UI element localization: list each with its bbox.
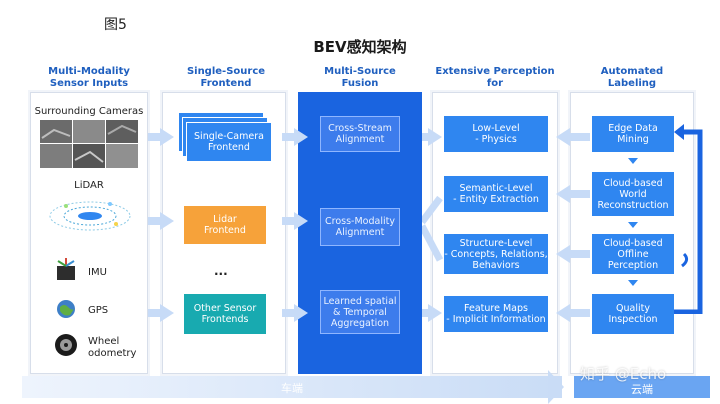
cloud-offline-perception: Cloud-based Offline Perception [592,234,674,274]
arrow-frontend-to-fusion-1 [294,128,308,146]
cross-modality-alignment: Cross-Modality Alignment [320,208,400,246]
column-title-fusion: Multi-Source Fusion [324,66,396,89]
arrow-frontend-to-fusion-3-body [282,309,296,317]
arrow-others-to-frontend-body [148,309,162,317]
cross-stream-alignment: Cross-Stream Alignment [320,116,400,152]
arrow-cameras-to-frontend-body [148,133,162,141]
arrow-labeling-to-feature-body [568,309,590,317]
lidar-pointcloud-icon [49,201,131,231]
arrow-fusion-to-feature-body [422,309,432,317]
input-cameras-label: Surrounding Cameras [34,106,144,117]
arrow-cameras-to-frontend [160,128,174,146]
column-title-labeling: Automated Labeling [600,66,664,89]
arrow-fusion-to-low-body [422,133,432,141]
feature-maps: Feature Maps - Implicit Information [444,296,548,332]
cloud-side-label: 云端 [631,383,653,396]
arrow-frontend-to-fusion-1-body [282,133,296,141]
arrow-labeling-to-low-body [568,133,590,141]
column-title-frontend: Single-Source Frontend [186,66,266,89]
column-title-inputs: Multi-Modality Sensor Inputs [48,66,130,89]
arrow-fusion-fan [418,190,444,270]
arrow-lidar-to-frontend [160,212,174,230]
arrow-lidar-to-frontend-body [148,217,162,225]
input-imu-label: IMU [88,267,107,278]
arrow-frontend-to-fusion-3 [294,304,308,322]
cloud-world-reconstruction: Cloud-based World Reconstruction [592,172,674,216]
vehicle-to-cloud-arrow [548,370,564,404]
wheel-icon [54,333,78,357]
other-sensor-frontends: Other Sensor Frontends [184,294,266,334]
arrow-edge-to-recon [628,158,638,164]
low-level-physics: Low-Level - Physics [444,116,548,152]
arrow-labeling-to-structure [556,245,570,263]
cloud-side-band [574,376,710,398]
single-camera-frontend: Single-Camera Frontend [186,122,272,162]
diagram-title: BEV感知架构 [313,38,407,56]
quality-inspection: Quality Inspection [592,294,674,334]
vehicle-side-band [22,376,562,398]
input-wheel-label: Wheel odometry [88,336,137,359]
arrow-fusion-to-feature [428,304,442,322]
input-gps-label: GPS [88,305,109,316]
input-lidar-label: LiDAR [74,180,104,191]
watermark: 知乎 @Echo [580,365,667,383]
semantic-level: Semantic-Level - Entity Extraction [444,176,548,212]
camera-images [40,120,138,168]
column-title-perception: Extensive Perception for Complete Unders… [435,66,555,113]
arrow-labeling-to-low [556,128,570,146]
arrow-frontend-to-fusion-2-body [282,217,296,225]
gps-globe-icon [56,299,76,319]
structure-level: Structure-Level - Concepts, Relations, B… [444,234,548,274]
arrow-frontend-to-fusion-2 [294,212,308,230]
arrow-others-to-frontend [160,304,174,322]
arrow-labeling-to-semantic-body [568,190,590,198]
imu-icon [54,256,78,282]
lidar-pointcloud [46,194,134,236]
feedback-loop-arrow [674,118,710,315]
spatial-temporal-aggregation: Learned spatial & Temporal Aggregation [320,290,400,334]
edge-data-mining: Edge Data Mining [592,116,674,152]
lidar-frontend: Lidar Frontend [184,206,266,244]
frontend-ellipsis: ... [214,264,228,278]
figure-label: 图5 [104,17,127,33]
camera-grid-icon [40,120,138,168]
arrow-recon-to-offline [628,222,638,228]
arrow-labeling-to-feature [556,304,570,322]
arrow-fusion-to-low [428,128,442,146]
arrow-offline-to-quality [628,280,638,286]
arrow-labeling-to-structure-body [568,250,590,258]
arrow-labeling-to-semantic [556,185,570,203]
vehicle-side-label: 车端 [281,382,303,395]
